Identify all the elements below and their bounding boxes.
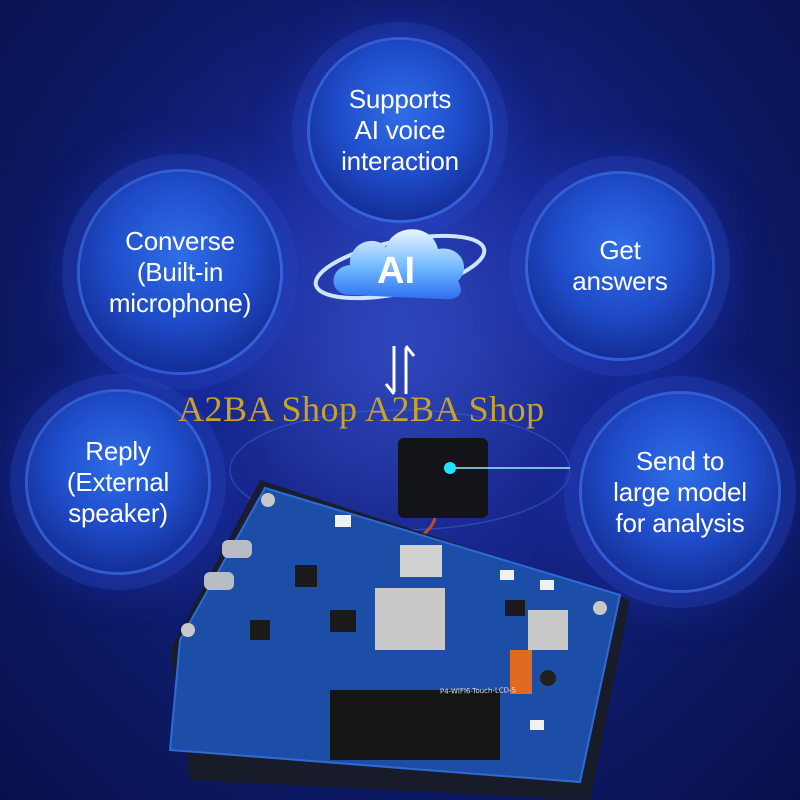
ai-cloud-icon: AI (310, 205, 490, 325)
feature-bubble-send-to-model: Send to large model for analysis (582, 394, 778, 590)
feature-label: Reply (External speaker) (66, 435, 170, 528)
exchange-arrows-icon (384, 345, 416, 395)
feature-label: Supports AI voice interaction (341, 83, 459, 176)
feature-bubble-converse: Converse (Built-in microphone) (80, 172, 280, 372)
feature-label: Get answers (572, 235, 668, 296)
feature-bubble-reply: Reply (External speaker) (28, 392, 208, 572)
ai-label: AI (377, 250, 415, 292)
feature-label: Converse (Built-in microphone) (108, 225, 252, 318)
feature-bubble-get-answers: Get answers (528, 174, 712, 358)
watermark-text: A2BA Shop A2BA Shop (178, 389, 545, 429)
board-silkscreen: P4-WIFI6-Touch-LCD-5 (439, 686, 517, 696)
feature-label: Send to large model for analysis (613, 445, 747, 538)
circuit-board-image (168, 438, 630, 800)
feature-bubble-voice-interaction: Supports AI voice interaction (310, 40, 490, 220)
